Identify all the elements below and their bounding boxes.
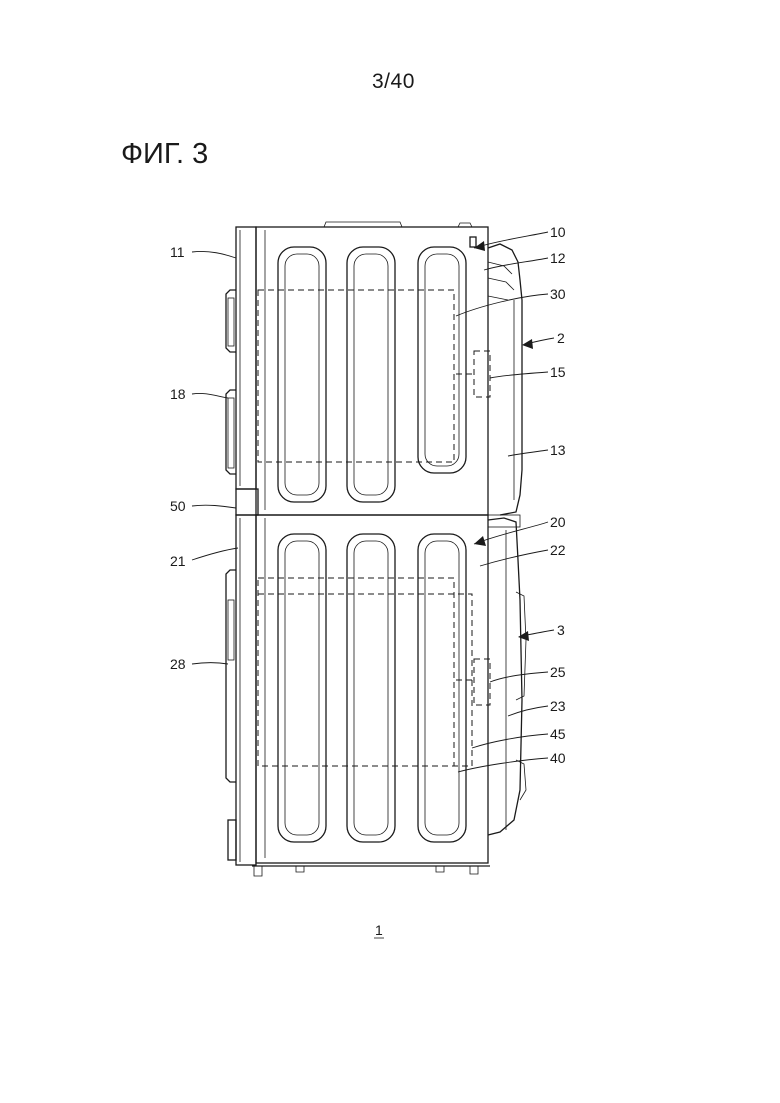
ref-11: 11 — [170, 244, 185, 260]
ref-23: 23 — [550, 698, 566, 714]
ref-45: 45 — [550, 726, 566, 742]
ref-21: 21 — [170, 553, 186, 569]
assembly-label: 1 — [375, 922, 383, 938]
ref-15: 15 — [550, 364, 566, 380]
ref-12: 12 — [550, 250, 566, 266]
ref-18: 18 — [170, 386, 186, 402]
ref-10: 10 — [550, 224, 566, 240]
ref-3: 3 — [557, 622, 565, 638]
ref-30: 30 — [550, 286, 566, 302]
ref-40: 40 — [550, 750, 566, 766]
ref-22: 22 — [550, 542, 566, 558]
ref-28: 28 — [170, 656, 186, 672]
leader-lines-left — [192, 251, 238, 664]
ref-20: 20 — [550, 514, 566, 530]
ref-13: 13 — [550, 442, 566, 458]
ref-25: 25 — [550, 664, 566, 680]
ref-50: 50 — [170, 498, 186, 514]
leader-lines — [456, 232, 554, 772]
ref-2: 2 — [557, 330, 565, 346]
lower-unit — [226, 515, 526, 876]
coupling-member — [236, 489, 258, 515]
upper-unit — [226, 222, 522, 515]
